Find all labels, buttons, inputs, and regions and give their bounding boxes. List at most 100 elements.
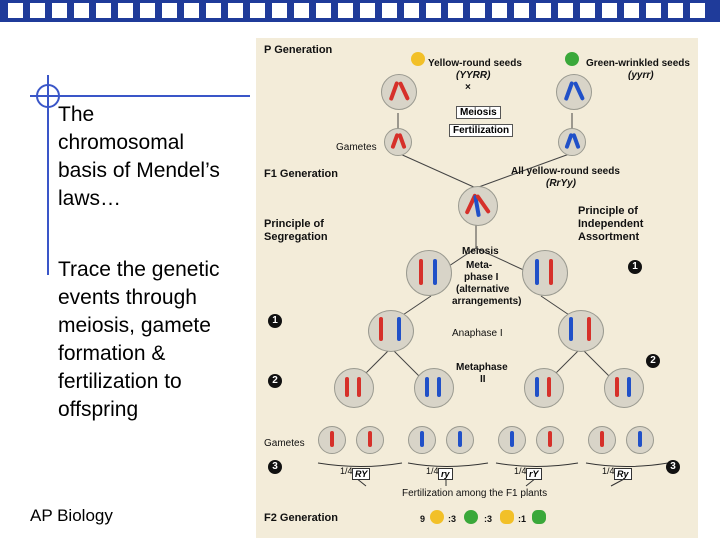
- bar-square: [360, 3, 375, 18]
- green-wrinkled-genotype: (yyrr): [628, 70, 654, 81]
- chromosome: [510, 431, 514, 447]
- metaphase1-line1: Meta-: [466, 260, 493, 271]
- meiosis-box: Meiosis: [456, 106, 501, 119]
- bar-square: [492, 3, 507, 18]
- chromosome: [638, 431, 642, 447]
- gamete-cell: [408, 426, 436, 454]
- bar-square: [536, 3, 551, 18]
- fertilization-f1-label: Fertilization among the F1 plants: [402, 488, 548, 499]
- gamete-fraction: 1/4: [514, 466, 527, 476]
- chromosome: [345, 377, 349, 397]
- title-line: basis of Mendel’s: [58, 159, 220, 182]
- gamete-cell: [626, 426, 654, 454]
- p-cell-green: [556, 74, 592, 110]
- step-1-badge-left: 1: [268, 314, 282, 328]
- chromosome: [379, 317, 383, 341]
- body-line: meiosis, gamete: [58, 314, 211, 337]
- alternative-arrangements-line1: (alternative: [456, 284, 510, 295]
- anaphase1-cell-right: [558, 310, 604, 352]
- bar-square: [228, 3, 243, 18]
- metaphase2-cell: [604, 368, 644, 408]
- chromosome: [419, 259, 423, 285]
- decor-vertical-line: [47, 75, 49, 275]
- f1-cell: [458, 186, 498, 226]
- metaphase1-line2: phase I: [464, 272, 499, 283]
- chromosome: [571, 132, 581, 150]
- p-generation-heading: P Generation: [264, 44, 333, 56]
- chromosome: [627, 377, 631, 397]
- f1-genotype: (RrYy): [546, 178, 577, 189]
- bar-square: [404, 3, 419, 18]
- chromosome: [397, 317, 401, 341]
- chromosome: [587, 317, 591, 341]
- metaphase1-cell-right: [522, 250, 568, 296]
- bar-square: [206, 3, 221, 18]
- gamete-cell: [318, 426, 346, 454]
- gamete-cell: [588, 426, 616, 454]
- bar-square: [448, 3, 463, 18]
- principle-independent-line3: Assortment: [578, 231, 640, 243]
- bar-square: [624, 3, 639, 18]
- metaphase2-cell: [414, 368, 454, 408]
- bar-square: [96, 3, 111, 18]
- body-line: fertilization to: [58, 370, 182, 393]
- body-line: offspring: [58, 398, 139, 421]
- f2-generation-heading: F2 Generation: [264, 512, 338, 524]
- bar-square: [30, 3, 45, 18]
- gametes-label-top: Gametes: [336, 142, 377, 153]
- chromosome: [437, 377, 441, 397]
- bar-square: [118, 3, 133, 18]
- gamete-genotype: Ry: [614, 468, 632, 480]
- gamete-fraction: 1/4: [602, 466, 615, 476]
- gamete-cell: [498, 426, 526, 454]
- bar-square: [8, 3, 23, 18]
- step-3-badge-right: 3: [666, 460, 680, 474]
- footer-course-label: AP Biology: [30, 506, 113, 525]
- gamete-genotype: rY: [526, 468, 542, 480]
- metaphase2-line1: Metaphase: [456, 362, 508, 373]
- bar-square: [426, 3, 441, 18]
- gamete-fraction: 1/4: [426, 466, 439, 476]
- ratio-part: :3: [484, 514, 493, 524]
- p-gamete-yellow: [384, 128, 412, 156]
- f1-generation-heading: F1 Generation: [264, 168, 338, 180]
- chromosome: [368, 431, 372, 447]
- chromosome: [397, 132, 407, 150]
- title-line: The: [58, 103, 95, 126]
- bar-square: [52, 3, 67, 18]
- bar-square: [250, 3, 265, 18]
- ratio-part: :1: [518, 514, 527, 524]
- chromosome: [433, 259, 437, 285]
- p-cell-yellow: [381, 74, 417, 110]
- anaphase1-cell-left: [368, 310, 414, 352]
- bar-square: [668, 3, 683, 18]
- bar-square: [74, 3, 89, 18]
- anaphase1-label: Anaphase I: [452, 328, 503, 339]
- green-seed-icon: [565, 52, 579, 66]
- principle-independent-line2: Independent: [578, 218, 644, 230]
- bar-square: [382, 3, 397, 18]
- step-2-badge-left: 2: [268, 374, 282, 388]
- green-wrinkled-seed-icon: [532, 510, 546, 524]
- chromosome: [572, 81, 586, 101]
- green-wrinkled-label: Green-wrinkled seeds: [586, 58, 690, 69]
- metaphase2-cell: [334, 368, 374, 408]
- gamete-cell: [446, 426, 474, 454]
- yellow-seed-icon: [411, 52, 425, 66]
- bar-square: [338, 3, 353, 18]
- decor-crosshair-circle: [36, 84, 60, 108]
- chromosome: [420, 431, 424, 447]
- ratio-part: 9: [420, 514, 426, 524]
- chromosome: [615, 377, 619, 397]
- principle-segregation-line1: Principle of: [264, 218, 324, 230]
- cross-symbol: ×: [465, 82, 471, 93]
- alternative-arrangements-line2: arrangements): [452, 296, 522, 307]
- bar-square: [272, 3, 287, 18]
- bar-square: [294, 3, 309, 18]
- chromosome: [600, 431, 604, 447]
- decor-horizontal-line: [30, 95, 250, 97]
- bar-square: [602, 3, 617, 18]
- gamete-fraction: 1/4: [340, 466, 353, 476]
- step-2-badge-right: 2: [646, 354, 660, 368]
- yellow-round-genotype: (YYRR): [456, 70, 491, 81]
